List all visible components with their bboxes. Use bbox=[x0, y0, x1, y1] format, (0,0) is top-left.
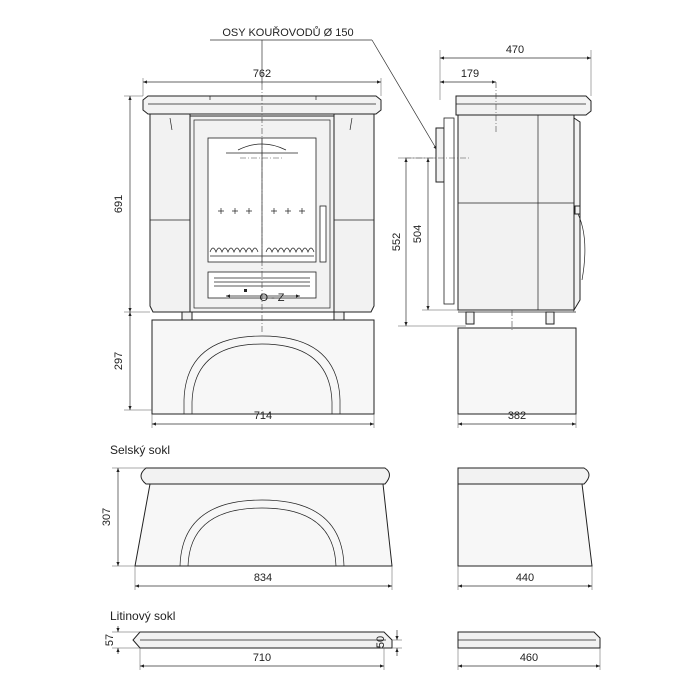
dim-side-outer-height: 552 bbox=[391, 233, 403, 251]
dim-selsky-front-width: 834 bbox=[254, 572, 272, 584]
front-view: O - Z 762 691 297 714 bbox=[113, 68, 382, 428]
dim-selsky-side-width: 440 bbox=[516, 572, 534, 584]
flue-axes-label: OSY KOUŘOVODŮ Ø 150 bbox=[222, 26, 353, 39]
dim-front-base-width: 714 bbox=[254, 410, 272, 422]
control-mark: O - Z bbox=[259, 292, 284, 304]
flue-note: OSY KOUŘOVODŮ Ø 150 bbox=[210, 26, 438, 151]
dim-side-base-depth: 382 bbox=[508, 410, 526, 422]
dim-front-base-height: 297 bbox=[113, 352, 125, 370]
litinovy-sokl-view: Litinový sokl 57 50 710 460 bbox=[104, 609, 601, 670]
dim-litinovy-height-right: 50 bbox=[375, 636, 387, 648]
dim-side-inner-height: 504 bbox=[412, 225, 424, 243]
litinovy-sokl-label: Litinový sokl bbox=[110, 609, 175, 623]
selsky-sokl-view: Selský sokl 307 834 440 bbox=[101, 443, 593, 590]
dim-side-top-depth: 470 bbox=[506, 44, 524, 56]
dim-litinovy-height-left: 57 bbox=[104, 634, 116, 646]
dim-litinovy-side-width: 460 bbox=[520, 652, 538, 664]
side-view: 470 179 552 504 382 bbox=[391, 44, 592, 428]
dim-side-flue-offset: 179 bbox=[461, 68, 479, 80]
dim-selsky-height: 307 bbox=[101, 508, 113, 526]
dim-front-stove-height: 691 bbox=[113, 195, 125, 213]
selsky-sokl-label: Selský sokl bbox=[110, 443, 170, 457]
dim-litinovy-front-width: 710 bbox=[253, 652, 271, 664]
